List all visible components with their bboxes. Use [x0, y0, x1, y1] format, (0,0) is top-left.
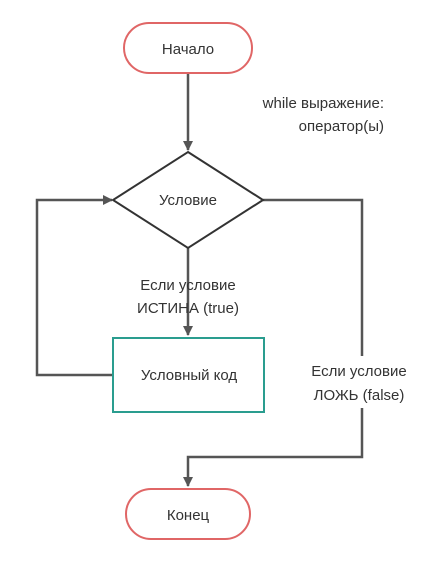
condition-diamond	[111, 150, 265, 250]
condition-label: Условие	[159, 192, 217, 209]
syntax-line-2: оператор(ы)	[299, 118, 384, 135]
body-process-box	[112, 337, 265, 413]
body-label: Условный код	[141, 367, 238, 384]
end-terminal	[125, 488, 251, 540]
start-label: Начало	[162, 41, 214, 58]
syntax-line-1: while выражение:	[262, 95, 384, 112]
arrow-loop-back	[35, 195, 113, 377]
end-label: Конец	[167, 507, 210, 524]
true-branch-line-2: ИСТИНА (true)	[137, 300, 239, 317]
false-label-backing	[300, 356, 416, 408]
arrow-false-to-end	[183, 198, 364, 487]
false-branch-line-2: ЛОЖЬ (false)	[314, 387, 405, 404]
true-branch-line-1: Если условие	[140, 277, 235, 294]
false-branch-line-1: Если условие	[311, 363, 406, 380]
start-terminal	[123, 22, 253, 74]
